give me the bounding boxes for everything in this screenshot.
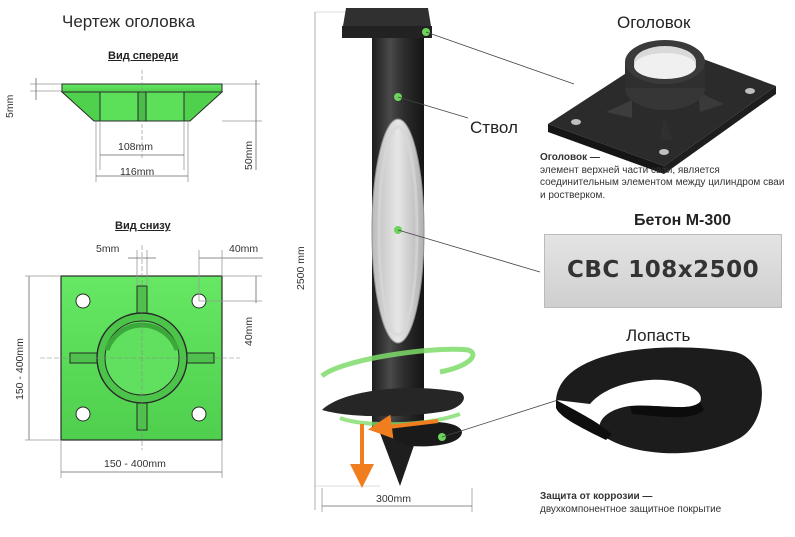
dim-front-5mm: 5mm	[4, 94, 16, 118]
bottom-view-drawing	[25, 245, 263, 478]
dim-front-50mm: 50mm	[243, 140, 255, 170]
blade-3d-drawing	[556, 347, 762, 454]
blade-note-text: двухкомпонентное защитное покрытие	[540, 503, 722, 515]
head-note-text: элемент верхней части сваи, является сое…	[540, 164, 785, 201]
front-view-drawing	[30, 70, 262, 182]
dim-bottom-150-400-bottom: 150 - 400mm	[104, 458, 166, 470]
blade-note: Защита от коррозии — двухкомпонентное за…	[540, 491, 790, 516]
blade-note-bold: Защита от коррозии —	[540, 491, 653, 502]
dim-front-116mm: 116mm	[120, 166, 155, 178]
head-3d-drawing	[548, 40, 776, 174]
drawing-title: Чертеж оголовка	[62, 12, 196, 31]
dim-bottom-40mm-side: 40mm	[243, 316, 255, 346]
product-plate: СВС 108х2500	[544, 234, 782, 308]
pile-length-label: 2500 mm	[295, 246, 307, 290]
bottom-view-label: Вид снизу	[115, 220, 171, 232]
concrete-label: Бетон М-300	[634, 212, 732, 229]
dim-front-108mm: 108mm	[118, 141, 154, 153]
product-name: СВС 108х2500	[567, 257, 760, 283]
pile-drawing	[314, 8, 575, 512]
head-note-bold: Оголовок —	[540, 152, 600, 163]
shaft-label: Ствол	[470, 118, 518, 137]
dim-bottom-5mm: 5mm	[96, 243, 120, 255]
dim-bottom-150-400-side: 150 - 400mm	[14, 338, 26, 400]
head-note: Оголовок — элемент верхней части сваи, я…	[540, 152, 790, 202]
blade-width-label: 300mm	[376, 493, 412, 505]
front-view-label: Вид спереди	[108, 50, 179, 62]
head-label: Оголовок	[617, 13, 691, 32]
dim-bottom-40mm-top: 40mm	[229, 243, 259, 255]
blade-label: Лопасть	[626, 326, 691, 345]
